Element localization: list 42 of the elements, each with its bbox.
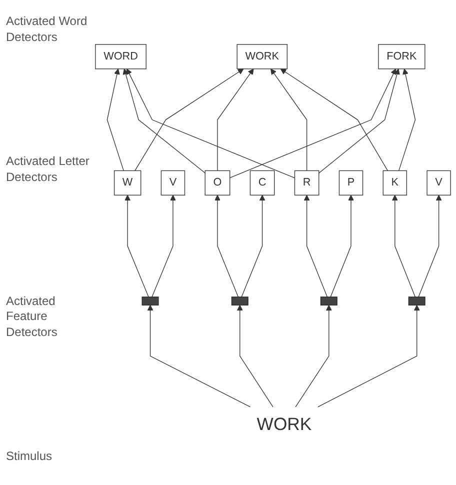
arrow	[304, 194, 328, 297]
node-box: V	[160, 170, 186, 195]
node-box	[142, 296, 159, 305]
arrow	[147, 304, 251, 407]
arrow	[124, 194, 149, 297]
node-box: WORD	[95, 44, 146, 69]
node-box	[320, 296, 338, 305]
arrow	[214, 194, 239, 297]
arrow	[270, 68, 308, 171]
arrow	[392, 194, 416, 297]
node-box	[231, 296, 248, 305]
arrow	[217, 68, 254, 171]
arrow	[106, 68, 124, 171]
arrow	[330, 194, 354, 297]
arrow	[134, 68, 244, 171]
arrow	[241, 194, 266, 297]
node-box: R	[294, 170, 320, 195]
node-text: WORK	[256, 413, 312, 434]
node-box: C	[250, 170, 275, 195]
node-box	[408, 296, 426, 305]
arrow	[126, 68, 296, 178]
arrow	[152, 194, 176, 297]
arrow	[398, 68, 416, 171]
layer-label: Activated Word Detectors	[6, 14, 88, 46]
node-box: O	[204, 170, 230, 195]
layer-label: Stimulus	[6, 449, 54, 465]
node-box: V	[426, 170, 451, 195]
arrow	[295, 304, 332, 407]
node-box: FORK	[378, 44, 426, 69]
arrow	[122, 68, 206, 173]
layer-label: Activated Feature Detectors	[6, 294, 58, 341]
node-box: W	[114, 170, 142, 195]
arrow	[280, 68, 388, 171]
layer-label: Activated Letter Detectors	[6, 154, 90, 186]
node-box: P	[338, 170, 364, 195]
arrow	[236, 304, 274, 407]
arrow	[418, 194, 442, 297]
arrow	[318, 304, 420, 407]
arrow	[318, 68, 400, 173]
node-box: K	[382, 170, 407, 195]
node-box: WORK	[236, 44, 288, 69]
arrow	[230, 68, 396, 178]
